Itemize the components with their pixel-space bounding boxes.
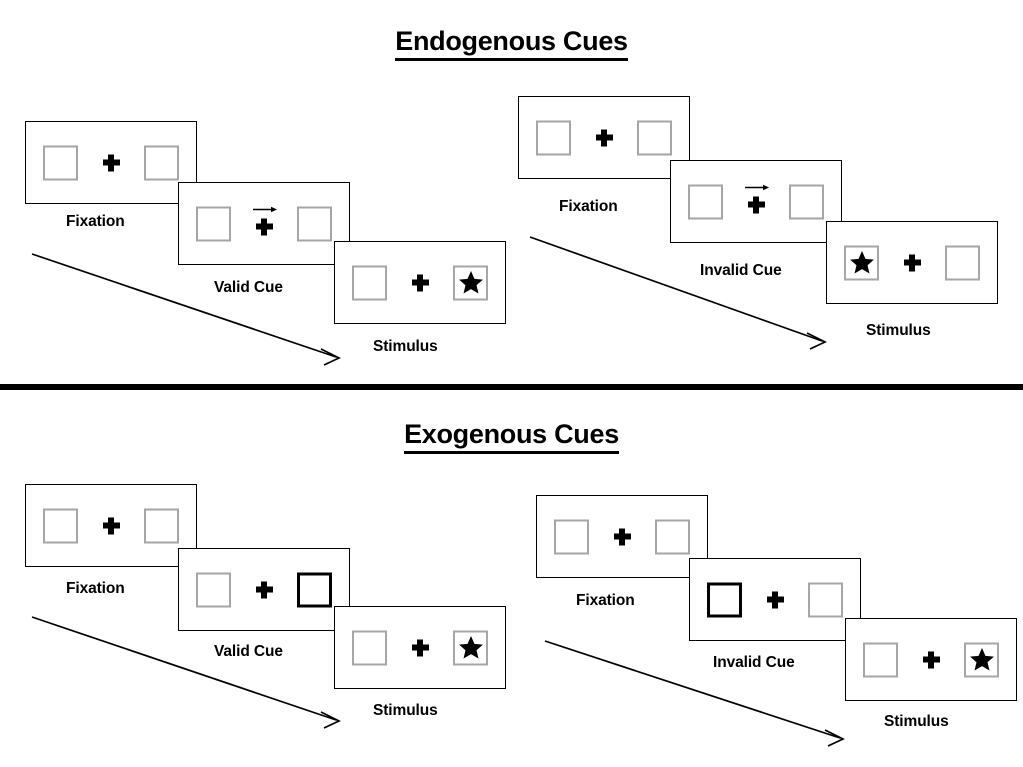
center-column [897,245,927,280]
star-target-icon [458,635,484,661]
fixation-cross-icon [102,517,120,534]
exogenous-valid-panel-fixation [25,484,197,567]
fixation-cross-icon [102,154,120,171]
left-cued-box [707,582,742,617]
section-title-endogenous-text: Endogenous Cues [395,26,628,61]
exogenous-valid-panel-cue [178,548,350,631]
fixation-cross-icon [411,274,429,291]
right-placeholder-box [808,582,843,617]
left-placeholder-box [688,184,723,219]
fixation-cross-icon [613,528,631,545]
section-title-exogenous: Exogenous Cues [0,419,1023,454]
fixation-cross-icon [255,581,273,598]
exogenous-invalid-caption-fixation: Fixation [576,592,635,609]
left-placeholder-box [196,206,231,241]
endogenous-invalid-panel-cue [670,160,842,243]
star-target-icon [458,270,484,296]
center-column [405,630,435,665]
exogenous-valid-panel-stimulus [334,606,506,689]
arrow-cue-icon [744,183,770,192]
endogenous-invalid-panel-stimulus [826,221,998,304]
star-target-icon [849,250,875,276]
section-title-endogenous: Endogenous Cues [0,26,1023,61]
exogenous-invalid-panel-cue [689,558,861,641]
fixation-cross-icon [595,129,613,146]
fixation-cross-icon [922,651,940,668]
left-placeholder-box [554,519,589,554]
center-column [249,572,279,607]
fixation-cross-icon [766,591,784,608]
endogenous-invalid-flow-arrow [526,231,841,356]
endogenous-invalid-caption-stimulus: Stimulus [866,322,931,339]
endogenous-invalid-caption-cue: Invalid Cue [700,262,782,279]
exogenous-valid-caption-cue: Valid Cue [214,643,283,660]
right-placeholder-box [144,508,179,543]
endogenous-valid-caption-fixation: Fixation [66,213,125,230]
center-column [249,206,279,241]
center-column [96,508,126,543]
endogenous-valid-panel-stimulus [334,241,506,324]
exogenous-valid-caption-stimulus: Stimulus [373,702,438,719]
left-placeholder-box [196,572,231,607]
endogenous-invalid-panel-fixation [518,96,690,179]
right-cued-box [297,572,332,607]
center-column [916,642,946,677]
endogenous-invalid-caption-fixation: Fixation [559,198,618,215]
exogenous-valid-caption-fixation: Fixation [66,580,125,597]
right-placeholder-box [655,519,690,554]
left-placeholder-box [43,508,78,543]
right-placeholder-box [945,245,980,280]
right-placeholder-box [789,184,824,219]
exogenous-valid-flow-arrow [28,611,353,731]
endogenous-valid-panel-fixation [25,121,197,204]
center-column [760,582,790,617]
fixation-cross-icon [255,218,273,235]
endogenous-valid-flow-arrow [28,248,353,368]
fixation-cross-icon [903,254,921,271]
center-column [741,184,771,219]
exogenous-invalid-caption-stimulus: Stimulus [884,713,949,730]
right-placeholder-box [637,120,672,155]
center-column [405,265,435,300]
endogenous-valid-caption-stimulus: Stimulus [373,338,438,355]
fixation-cross-icon [411,639,429,656]
center-column [96,145,126,180]
section-divider [0,384,1023,390]
exogenous-invalid-panel-fixation [536,495,708,578]
exogenous-invalid-panel-stimulus [845,618,1017,701]
exogenous-invalid-caption-cue: Invalid Cue [713,654,795,671]
exogenous-invalid-flow-arrow [541,635,859,750]
right-placeholder-box [297,206,332,241]
right-target-box [453,265,488,300]
right-target-box [964,642,999,677]
left-placeholder-box [43,145,78,180]
section-title-exogenous-text: Exogenous Cues [404,419,619,454]
left-placeholder-box [536,120,571,155]
left-placeholder-box [352,265,387,300]
star-target-icon [969,647,995,673]
left-placeholder-box [352,630,387,665]
left-target-box [844,245,879,280]
endogenous-valid-caption-cue: Valid Cue [214,279,283,296]
arrow-cue-icon [252,205,278,214]
right-placeholder-box [144,145,179,180]
fixation-cross-icon [747,196,765,213]
endogenous-valid-panel-cue [178,182,350,265]
left-placeholder-box [863,642,898,677]
right-target-box [453,630,488,665]
center-column [589,120,619,155]
center-column [607,519,637,554]
